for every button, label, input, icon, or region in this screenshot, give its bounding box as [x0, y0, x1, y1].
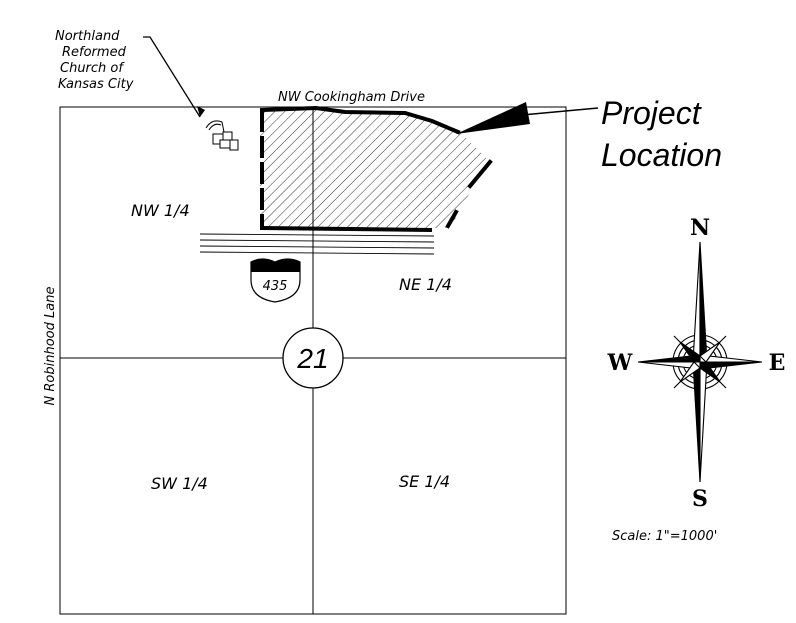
quarter-label-sw: SW 1/4 [151, 474, 208, 493]
church-building-icon [205, 120, 239, 151]
project-location-callout: Project Location [456, 95, 722, 173]
church-leader-arrow [143, 36, 205, 118]
church-label-line-3: Church of [60, 61, 125, 76]
compass-east-label: E [769, 350, 786, 376]
compass-west-label: W [607, 350, 633, 376]
church-label: Northland Reformed Church of Kansas City [55, 29, 134, 92]
church-label-line-1: Northland [55, 29, 120, 44]
road-label-north: NW Cookingham Drive [278, 90, 425, 105]
compass-north-label: N [690, 215, 710, 241]
project-label-line-2: Location [601, 137, 722, 173]
interstate-shield-icon: 435 [250, 258, 301, 303]
quarter-label-se: SE 1/4 [399, 472, 450, 491]
project-area [260, 108, 488, 228]
road-label-west: N Robinhood Lane [43, 287, 58, 406]
compass-south-label: S [692, 486, 708, 512]
project-label-line-1: Project [601, 95, 702, 131]
section-number-marker: 21 [282, 327, 344, 389]
church-label-line-4: Kansas City [58, 77, 134, 92]
section-number: 21 [296, 343, 328, 374]
quarter-label-nw: NW 1/4 [131, 201, 190, 220]
highway-shield-number: 435 [263, 279, 288, 294]
compass-rose-icon [637, 241, 763, 483]
quarter-label-ne: NE 1/4 [399, 275, 452, 294]
project-arrow-icon [456, 102, 530, 134]
project-boundary [259, 105, 493, 233]
highway-lines [199, 233, 435, 255]
church-label-line-2: Reformed [62, 45, 127, 60]
scale-note: Scale: 1"=1000' [612, 529, 717, 544]
